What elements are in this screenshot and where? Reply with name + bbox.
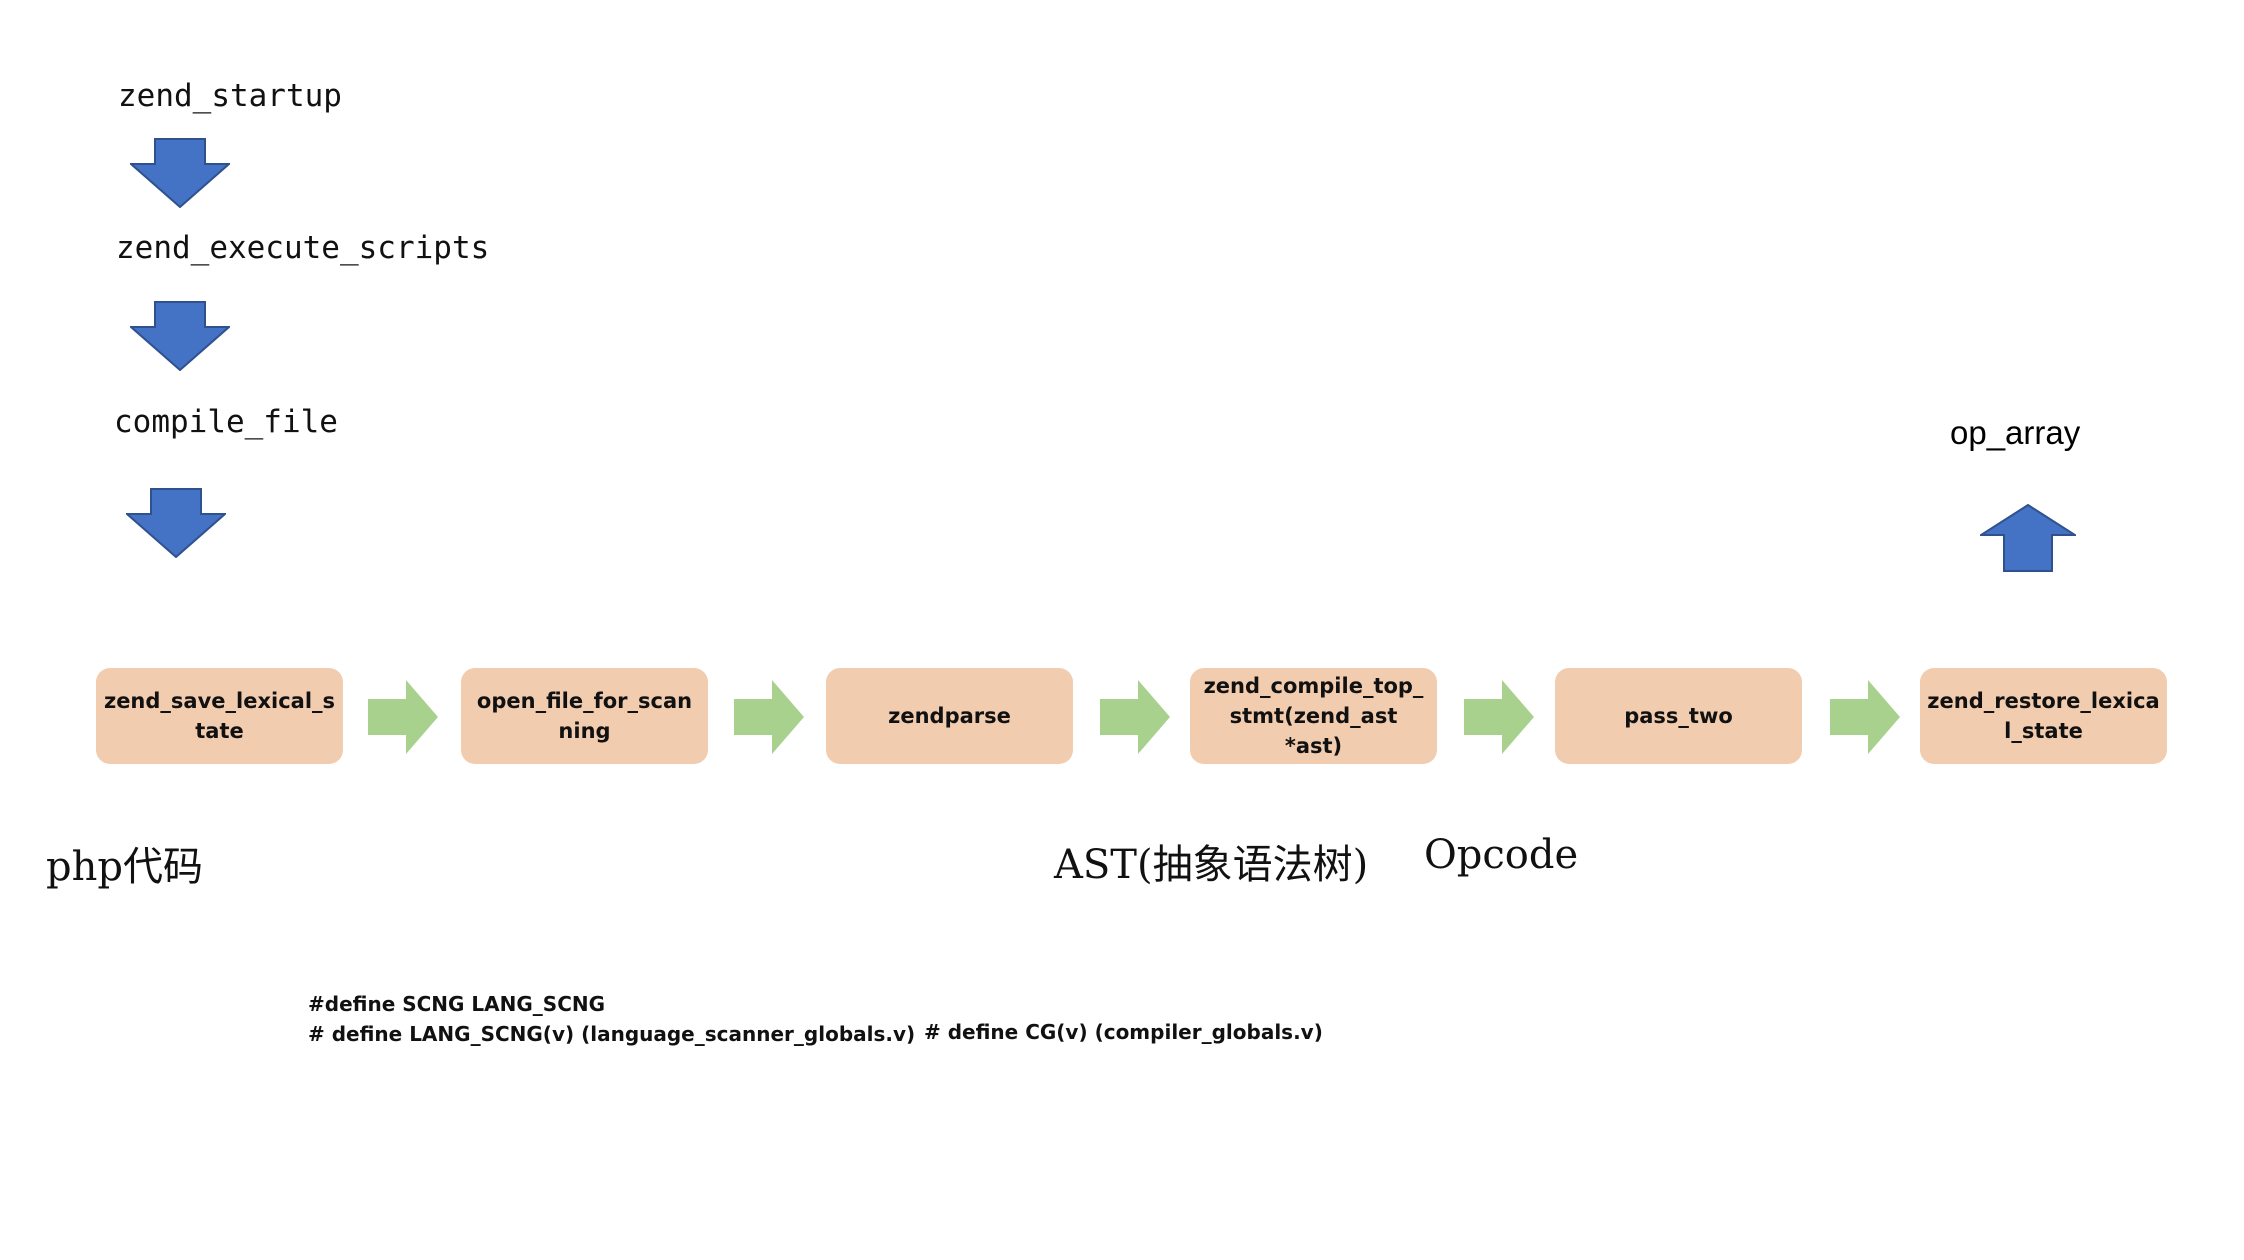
down-arrow-icon bbox=[130, 138, 230, 208]
step-zend-restore-lexical-state: zend_restore_lexica l_state bbox=[1920, 668, 2167, 764]
step-label: pass_two bbox=[1624, 704, 1733, 728]
step-pass-two: pass_two bbox=[1555, 668, 1802, 764]
step-label: zend_save_lexical_s tate bbox=[103, 689, 336, 743]
right-arrow-icon bbox=[368, 680, 438, 754]
step-zend-save-lexical-state: zend_save_lexical_s tate bbox=[96, 668, 343, 764]
define-scng: #define SCNG LANG_SCNG bbox=[308, 992, 606, 1016]
step-zendparse: zendparse bbox=[826, 668, 1073, 764]
stage-label-opcode: Opcode bbox=[1424, 832, 1579, 878]
stage-label-php-code: php代码 bbox=[46, 844, 203, 890]
down-arrow-icon bbox=[126, 488, 226, 558]
down-arrow-icon bbox=[130, 301, 230, 371]
step-label: zend_compile_top_ stmt(zend_ast *ast) bbox=[1203, 674, 1424, 758]
stage-label-ast: AST(抽象语法树) bbox=[1054, 842, 1369, 888]
define-cg: # define CG(v) (compiler_globals.v) bbox=[924, 1020, 1323, 1044]
up-arrow-icon bbox=[1980, 504, 2076, 572]
call-compile-file: compile_file bbox=[114, 404, 338, 440]
define-lang-scng: # define LANG_SCNG(v) (language_scanner_… bbox=[308, 1022, 916, 1046]
right-arrow-icon bbox=[1100, 680, 1170, 754]
step-label: open_file_for_scan ning bbox=[476, 689, 693, 743]
right-arrow-icon bbox=[1830, 680, 1900, 754]
step-label: zend_restore_lexica l_state bbox=[1927, 689, 2160, 743]
step-zend-compile-top-stmt: zend_compile_top_ stmt(zend_ast *ast) bbox=[1190, 668, 1437, 764]
right-arrow-icon bbox=[734, 680, 804, 754]
step-open-file-for-scanning: open_file_for_scan ning bbox=[461, 668, 708, 764]
right-arrow-icon bbox=[1464, 680, 1534, 754]
call-zend-startup: zend_startup bbox=[118, 78, 342, 114]
output-op-array: op_array bbox=[1950, 414, 2081, 451]
step-label: zendparse bbox=[888, 704, 1011, 728]
call-zend-execute-scripts: zend_execute_scripts bbox=[116, 230, 490, 266]
